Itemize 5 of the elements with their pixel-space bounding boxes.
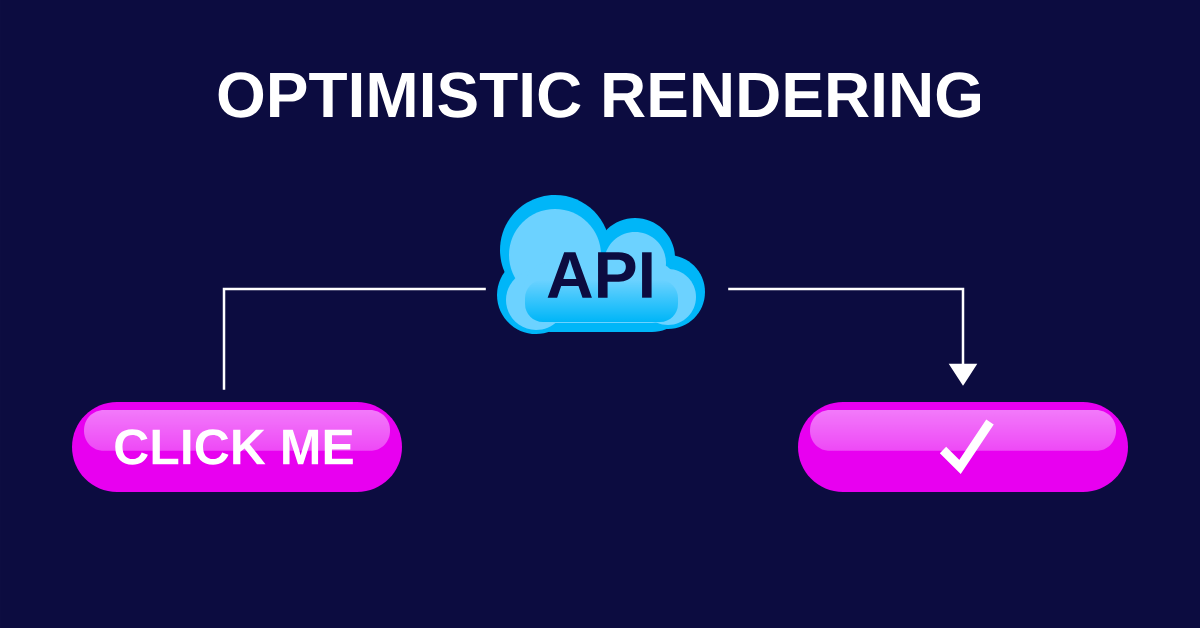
button: CLICK ME xyxy=(72,402,402,492)
title: OPTIMISTIC RENDERING xyxy=(218,72,980,118)
connector xyxy=(222,287,486,390)
button xyxy=(798,402,1128,492)
cloud: API xyxy=(497,195,705,334)
